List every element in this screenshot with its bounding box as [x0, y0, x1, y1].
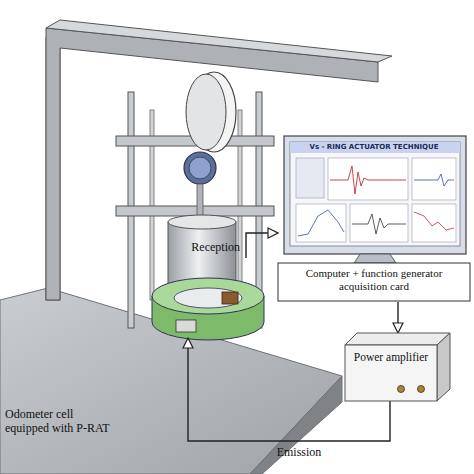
connector-box — [176, 320, 196, 332]
piston-top — [168, 215, 236, 229]
plot-panel — [296, 204, 346, 242]
power-amplifier-box-outline — [345, 333, 450, 401]
plot-panel — [412, 204, 456, 242]
control-panel — [296, 158, 324, 198]
base-side — [250, 376, 342, 474]
sample — [174, 288, 242, 308]
crossbar — [116, 206, 274, 216]
signal-trace — [414, 212, 454, 230]
odometer-cell: Odometer cell equipped with P-RAT — [148, 258, 266, 338]
base-top — [0, 288, 342, 474]
plot-panel — [412, 158, 456, 200]
signal-trace — [352, 214, 406, 234]
node-label: Odometer cell equipped with P-RAT — [5, 408, 117, 436]
plot-panel — [350, 204, 408, 242]
monitor-stand — [354, 254, 396, 263]
wire-label: Reception — [191, 240, 240, 255]
signal-trace — [330, 166, 406, 194]
wire-label: Emission — [277, 445, 322, 460]
signal-trace — [298, 210, 344, 236]
dial-gauge — [184, 152, 216, 184]
amplifier-side — [437, 333, 450, 401]
ring-actuator — [222, 292, 238, 304]
screen-title: Vs - RING ACTUATOR TECHNIQUE — [294, 143, 454, 151]
cell-ring-top — [152, 278, 264, 314]
beam-top — [46, 20, 392, 62]
amplifier-front — [345, 345, 437, 401]
plot-panel — [328, 158, 408, 200]
monitor-frame — [284, 136, 466, 254]
node-label: Computer + function generator acquisitio… — [282, 267, 466, 292]
terminal — [398, 386, 405, 393]
computer-base — [278, 263, 470, 301]
signal-wire — [246, 233, 278, 258]
signal-trace — [414, 174, 454, 186]
dial-gauge-face — [189, 157, 211, 179]
computer-box: Vs - RING ACTUATOR TECHNIQUE Computer + f… — [278, 136, 470, 302]
terminal — [418, 386, 425, 393]
node-label: Power amplifier — [349, 351, 433, 364]
load-disk — [186, 74, 226, 150]
power-amplifier-box: Power amplifier — [345, 333, 450, 401]
monitor-screen — [290, 142, 460, 246]
amplifier-top — [345, 333, 450, 345]
signal-wire — [397, 302, 398, 333]
window-titlebar — [290, 142, 460, 153]
